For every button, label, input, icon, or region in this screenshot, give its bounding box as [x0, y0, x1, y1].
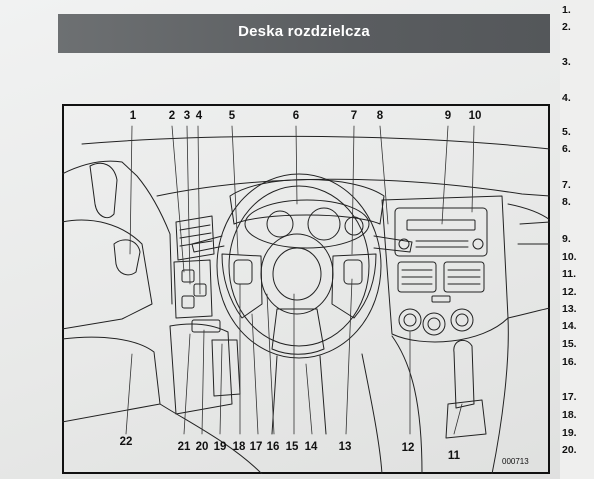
center-stack	[381, 195, 509, 343]
climate-knob-right	[450, 308, 474, 332]
switch-1	[181, 269, 195, 283]
legend-item: 12.	[562, 286, 577, 298]
callout-3: 3	[183, 110, 191, 122]
instrument-cluster	[244, 199, 370, 249]
legend-item: 17.	[562, 391, 577, 403]
callout-18: 18	[232, 441, 246, 453]
legend-item: 10.	[562, 251, 577, 263]
right-wheel-switch	[343, 259, 363, 285]
legend-item: 15.	[562, 338, 577, 350]
hazard-button	[431, 295, 451, 303]
legend-item: 4.	[562, 92, 571, 104]
callout-11: 11	[447, 450, 461, 462]
section-header: Deska rozdzielcza	[58, 14, 550, 53]
callout-17: 17	[249, 441, 263, 453]
legend-item: 1.	[562, 4, 571, 16]
windshield-line	[81, 135, 550, 150]
callout-6: 6	[292, 110, 300, 122]
legend-item: 11.	[562, 268, 577, 280]
callout-22: 22	[119, 436, 133, 448]
right-dash	[507, 203, 550, 319]
legend-item: 18.	[562, 409, 577, 421]
callout-4: 4	[195, 110, 203, 122]
side-mirror	[89, 162, 118, 219]
left-stalk	[191, 235, 225, 253]
center-vent-left	[397, 261, 437, 293]
steering-spoke-right	[331, 253, 377, 319]
legend-item: 14.	[562, 320, 577, 332]
legend-item: 16.	[562, 356, 577, 368]
meter-hood	[229, 179, 385, 225]
dash-top	[156, 178, 550, 197]
legend-item: 9.	[562, 233, 571, 245]
callout-16: 16	[266, 441, 280, 453]
climate-knob-center	[422, 312, 446, 336]
legend-item: 5.	[562, 126, 571, 138]
floor-line	[159, 353, 383, 474]
callout-14: 14	[304, 441, 318, 453]
legend-item: 19.	[562, 427, 577, 439]
left-switch-panel	[173, 259, 213, 319]
door-bin	[62, 336, 161, 423]
a-pillar-left	[62, 160, 173, 305]
legend-item: 7.	[562, 179, 571, 191]
legend-item: 8.	[562, 196, 571, 208]
left-wheel-switch	[233, 259, 253, 285]
center-console	[391, 317, 509, 474]
steering-spoke-left	[221, 253, 263, 319]
door-panel-line	[62, 219, 153, 330]
callout-5: 5	[228, 110, 236, 122]
steering-spoke-bottom	[271, 308, 325, 355]
callout-10: 10	[468, 110, 482, 122]
callout-19: 19	[213, 441, 227, 453]
callout-21: 21	[177, 441, 191, 453]
diagram-frame	[62, 104, 550, 474]
gear-selector	[453, 339, 475, 409]
callout-20: 20	[195, 441, 209, 453]
legend-item: 20.	[562, 444, 577, 456]
dashboard-illustration	[62, 125, 550, 474]
figure-code: 000713	[502, 457, 529, 466]
callout-1: 1	[129, 110, 137, 122]
legend-item: 3.	[562, 56, 571, 68]
right-stalk	[373, 235, 413, 253]
callout-15: 15	[285, 441, 299, 453]
section-title: Deska rozdzielcza	[238, 23, 370, 40]
fuse-box-lid	[191, 319, 221, 333]
center-vent-right	[443, 261, 485, 293]
knee-panel	[169, 323, 233, 415]
left-vent	[175, 215, 215, 261]
callout-2: 2	[168, 110, 176, 122]
legend-item: 6.	[562, 143, 571, 155]
door-handle	[113, 239, 141, 276]
legend-list: 1. 2. 3. 4. 5. 6. 7. 8. 9. 10. 11. 12. 1…	[560, 0, 594, 479]
legend-item: 13.	[562, 303, 577, 315]
callout-7: 7	[350, 110, 358, 122]
steering-wheel-rim	[216, 173, 382, 359]
legend-item: 2.	[562, 21, 571, 33]
callout-8: 8	[376, 110, 384, 122]
callout-9: 9	[444, 110, 452, 122]
audio-unit	[394, 207, 488, 257]
pedal-area	[211, 339, 241, 397]
callout-13: 13	[338, 441, 352, 453]
switch-3	[181, 295, 195, 309]
steering-column	[271, 355, 327, 435]
callout-12: 12	[401, 442, 415, 454]
steering-hub	[260, 233, 334, 315]
climate-knob-left	[398, 308, 422, 332]
